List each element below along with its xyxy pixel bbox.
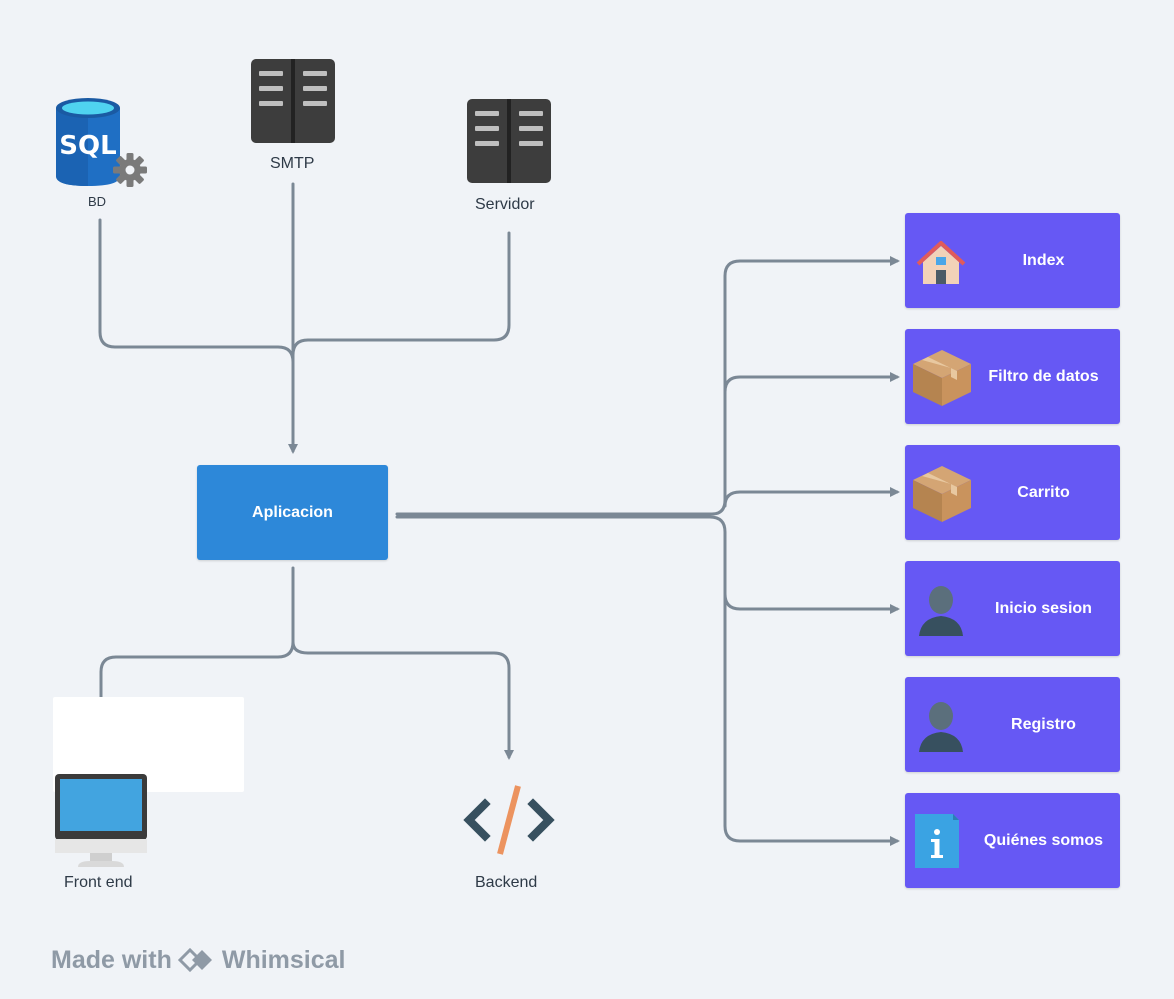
servidor-label: Servidor	[475, 196, 535, 213]
bd-label: BD	[88, 194, 107, 209]
connector-app-to-frontend	[96, 566, 295, 760]
page-label-carrito: Carrito	[1017, 483, 1070, 501]
whimsical-brand: Whimsical	[221, 945, 346, 974]
package-icon	[913, 466, 971, 522]
connector-app-to-filtro	[723, 372, 900, 394]
made-with-whimsical[interactable]: Made with Whimsical	[51, 944, 346, 976]
backend-label: Backend	[475, 874, 538, 891]
page-label-index: Index	[1022, 251, 1065, 269]
house-icon	[916, 241, 966, 284]
servidor-node[interactable]: Servidor	[467, 99, 551, 219]
frontend-node[interactable]: Front end	[54, 773, 148, 895]
page-inicio-sesion[interactable]: Inicio sesion	[905, 561, 1120, 656]
code-icon	[463, 785, 555, 855]
server-icon	[467, 99, 551, 183]
monitor-icon	[55, 774, 147, 867]
aplicacion-label: Aplicacion	[252, 503, 333, 521]
smtp-node[interactable]: SMTP	[251, 59, 335, 179]
info-icon	[915, 814, 959, 868]
page-filtro-de-datos[interactable]: Filtro de datos	[905, 329, 1120, 424]
connector-app-to-backend	[291, 640, 514, 760]
whimsical-logo-icon	[177, 948, 212, 972]
connector-servidor-to-app	[291, 231, 511, 357]
connector-bd-to-app	[98, 218, 295, 364]
package-icon	[913, 350, 971, 406]
smtp-label: SMTP	[270, 155, 315, 172]
connector-app-to-quienes	[723, 592, 900, 846]
sql-database-icon: SQL	[56, 98, 147, 187]
aplicacion-node[interactable]: Aplicacion	[197, 465, 388, 560]
page-registro[interactable]: Registro	[905, 677, 1120, 772]
svg-text:SQL: SQL	[59, 131, 116, 161]
user-icon	[919, 702, 963, 752]
page-quienes-somos[interactable]: Quiénes somos	[905, 793, 1120, 888]
page-carrito[interactable]: Carrito	[905, 445, 1120, 540]
page-label-inicio: Inicio sesion	[995, 599, 1092, 617]
frontend-label: Front end	[64, 874, 133, 891]
backend-node[interactable]: Backend	[463, 783, 555, 895]
connector-app-trunk	[395, 256, 900, 516]
connector-app-to-carrito	[723, 487, 900, 508]
page-label-registro: Registro	[1011, 715, 1076, 733]
made-with-label: Made with	[51, 945, 172, 974]
page-label-quienes: Quiénes somos	[983, 831, 1104, 849]
bd-node[interactable]: SQL BD	[52, 94, 152, 214]
page-label-filtro: Filtro de datos	[988, 367, 1099, 385]
server-icon	[251, 59, 335, 143]
user-icon	[919, 586, 963, 636]
page-index[interactable]: Index	[905, 213, 1120, 308]
connector-app-to-inicio	[395, 515, 900, 614]
